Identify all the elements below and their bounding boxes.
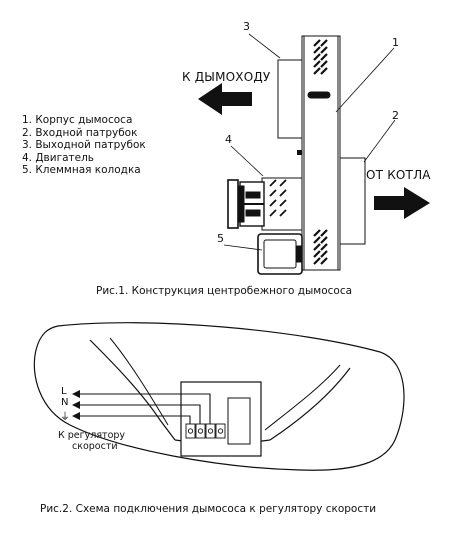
figure1-caption: Рис.1. Конструкция центробежного дымосос… xyxy=(96,285,353,297)
bottom-vent xyxy=(313,229,328,265)
casing-outline xyxy=(33,322,405,471)
wiring-terminal-box xyxy=(180,381,262,457)
outlet-pipe xyxy=(277,59,305,139)
legend-item: 1. Корпус дымососа xyxy=(22,114,133,126)
terminal-box xyxy=(257,233,303,275)
legend-item: 3. Выходной патрубок xyxy=(22,139,146,152)
speed-regulator-label-line1: К регулятору xyxy=(58,430,126,441)
top-vent xyxy=(313,39,328,75)
legend-item: 2. Входной патрубок xyxy=(22,126,138,139)
from-boiler-label: ОТ КОТЛА xyxy=(366,168,431,182)
legend-item: 5. Клеммная колодка xyxy=(22,164,141,177)
wire-arrows xyxy=(72,390,80,420)
exhauster-housing xyxy=(301,35,341,271)
wires xyxy=(78,393,211,424)
callout-2: 2 xyxy=(392,109,399,122)
nameplate xyxy=(307,91,331,99)
smoke-exhauster-drawing xyxy=(198,33,430,275)
wire-label-l: L xyxy=(61,386,67,397)
to-chimney-arrow xyxy=(198,83,252,115)
wiring-diagram xyxy=(33,322,405,471)
callout-lines xyxy=(223,33,396,251)
wire-label-n: N xyxy=(61,397,69,408)
parts-legend: 1. Корпус дымососа 2. Входной патрубок 3… xyxy=(22,114,146,177)
figure2-caption: Рис.2. Схема подключения дымососа к регу… xyxy=(40,503,377,515)
from-boiler-arrow xyxy=(374,187,430,219)
callout-3: 3 xyxy=(243,20,250,33)
callout-1: 1 xyxy=(392,36,399,49)
to-chimney-label: К ДЫМОХОДУ xyxy=(182,70,271,84)
speed-regulator-label-line2: скорости xyxy=(72,441,118,452)
legend-item: 4. Двигатель xyxy=(22,151,94,164)
speed-regulator-label: К регулятору скорости xyxy=(58,430,125,452)
ground-icon: ⏚ xyxy=(60,412,70,423)
motor xyxy=(227,177,303,231)
callout-5: 5 xyxy=(217,232,224,245)
callout-4: 4 xyxy=(225,133,232,146)
inlet-pipe xyxy=(336,157,366,245)
